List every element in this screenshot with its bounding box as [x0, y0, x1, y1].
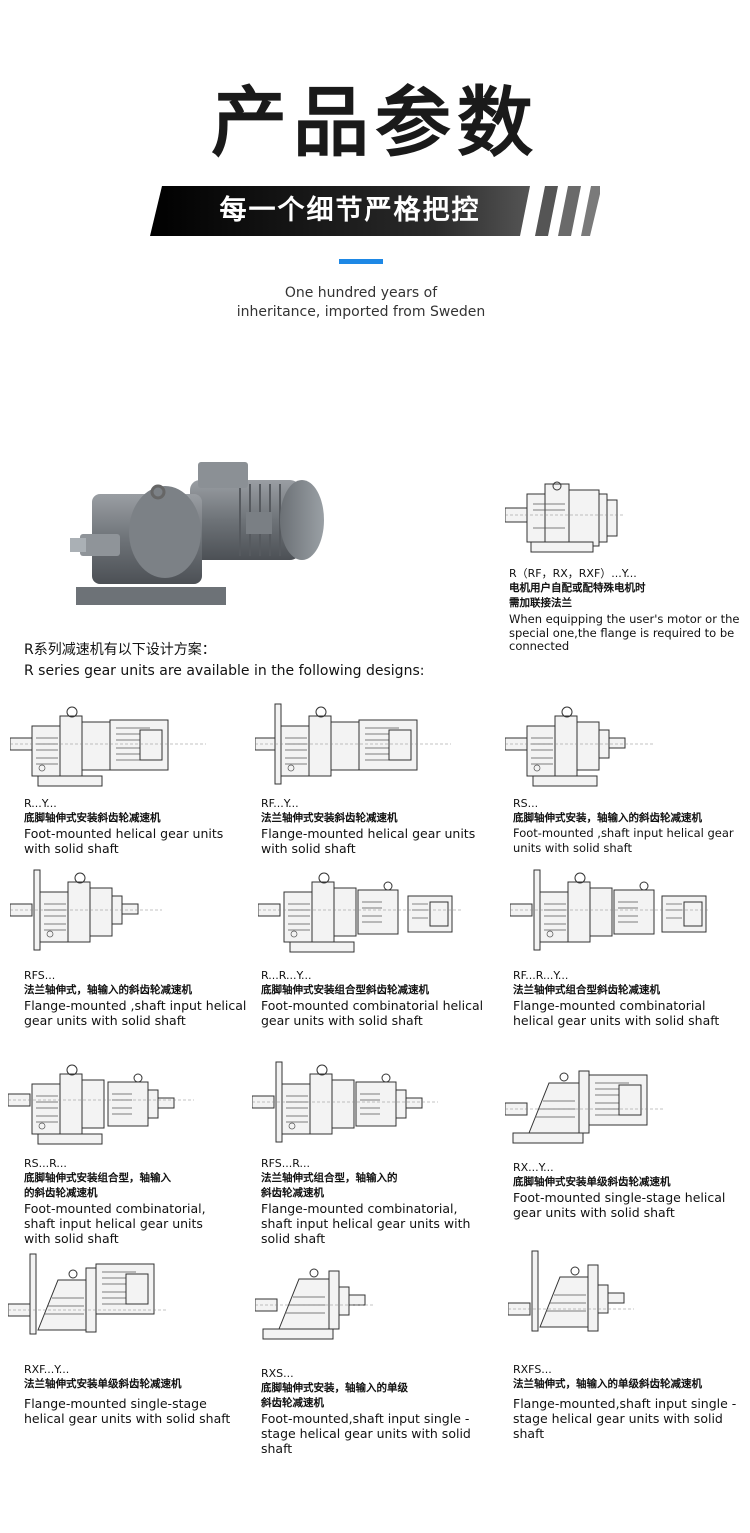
- design-caption-12: RXFS... 法兰轴伸式，轴输入的单级斜齿轮减速机 Flange-mounte…: [513, 1362, 745, 1441]
- design-cn: 斜齿轮减速机: [261, 1397, 324, 1409]
- design-caption-6: RF...R...Y... 法兰轴伸式组合型斜齿轮减速机 Flange-moun…: [513, 968, 745, 1028]
- design-caption-9: RX...Y... 底脚轴伸式安装单级斜齿轮减速机 Foot-mounted s…: [513, 1160, 745, 1220]
- design-en: Foot-mounted single-stage helical gear u…: [513, 1190, 726, 1220]
- design-code: RFS...R...: [261, 1157, 310, 1170]
- design-en: Flange-mounted,shaft input single -stage…: [513, 1396, 737, 1441]
- design-en: Foot-mounted ,shaft input helical gear u…: [513, 826, 734, 855]
- design-code: RS...: [513, 797, 539, 810]
- gear-motor-photo: [70, 462, 324, 605]
- diagram-rxfs: [508, 1250, 634, 1332]
- design-caption-1: R...Y... 底脚轴伸式安装斜齿轮减速机 Foot-mounted heli…: [24, 796, 244, 856]
- design-cn: 底脚轴伸式安装组合型，轴输入: [24, 1172, 171, 1184]
- design-caption-4: RFS... 法兰轴伸式，轴输入的斜齿轮减速机 Flange-mounted ,…: [24, 968, 250, 1028]
- design-caption-10: RXF...Y... 法兰轴伸式安装单级斜齿轮减速机 Flange-mounte…: [24, 1362, 244, 1426]
- design-en: Flange-mounted helical gear units with s…: [261, 826, 476, 856]
- design-code: RX...Y...: [513, 1161, 554, 1174]
- design-en: Flange-mounted combinatorial, shaft inpu…: [261, 1201, 471, 1246]
- design-en: Flange-mounted single-stage helical gear…: [24, 1396, 231, 1426]
- accent-bar: [339, 259, 383, 264]
- diagram-rfs: [10, 869, 162, 951]
- featured-caption: R（RF，RX，RXF）...Y... 电机用户自配或配特殊电机时 需加联接法兰…: [509, 566, 749, 654]
- design-code: R...Y...: [24, 797, 57, 810]
- design-en: Flange-mounted combinatorial helical gea…: [513, 998, 720, 1028]
- design-cn: 法兰轴伸式组合型斜齿轮减速机: [513, 984, 660, 996]
- featured-cn-line-1: 电机用户自配或配特殊电机时: [509, 582, 646, 594]
- design-cn: 法兰轴伸式，轴输入的单级斜齿轮减速机: [513, 1378, 702, 1390]
- diagram-rs-r: [8, 1064, 194, 1145]
- design-caption-2: RF...Y... 法兰轴伸式安装斜齿轮减速机 Flange-mounted h…: [261, 796, 486, 856]
- page-title: 产品参数: [211, 78, 539, 167]
- design-cn: 法兰轴伸式，轴输入的斜齿轮减速机: [24, 984, 192, 996]
- banner-background: [150, 186, 600, 236]
- featured-code: R（RF，RX，RXF）...Y...: [509, 567, 637, 580]
- diagram-r-with-flange: [505, 481, 625, 553]
- design-cn: 底脚轴伸式安装，轴输入的单级: [261, 1382, 408, 1394]
- diagram-rxs: [255, 1268, 373, 1340]
- design-code: RF...R...Y...: [513, 969, 569, 982]
- design-caption-5: R...R...Y... 底脚轴伸式安装组合型斜齿轮减速机 Foot-mount…: [261, 968, 501, 1028]
- intro-en: R series gear units are available in the…: [24, 663, 425, 679]
- diagram-r-y: [10, 706, 206, 787]
- design-en: Foot-mounted helical gear units with sol…: [24, 826, 224, 856]
- design-en: Foot-mounted combinatorial, shaft input …: [24, 1201, 206, 1246]
- design-code: R...R...Y...: [261, 969, 312, 982]
- design-cn: 底脚轴伸式安装组合型斜齿轮减速机: [261, 984, 429, 996]
- design-caption-11: RXS... 底脚轴伸式安装，轴输入的单级 斜齿轮减速机 Foot-mounte…: [261, 1366, 476, 1456]
- diagram-r-r-y: [258, 872, 462, 953]
- diagram-rf-r-y: [510, 869, 710, 951]
- featured-cn-line-2: 需加联接法兰: [509, 597, 572, 609]
- diagram-rs: [505, 706, 655, 787]
- design-caption-7: RS...R... 底脚轴伸式安装组合型，轴输入 的斜齿轮减速机 Foot-mo…: [24, 1156, 224, 1246]
- design-en: Foot-mounted combinatorial helical gear …: [261, 998, 484, 1028]
- diagram-rx-y: [505, 1070, 665, 1144]
- intro-cn: R系列减速机有以下设计方案：: [24, 642, 216, 658]
- design-cn: 底脚轴伸式安装，轴输入的斜齿轮减速机: [513, 812, 702, 824]
- diagram-rfs-r: [252, 1061, 438, 1143]
- design-cn: 底脚轴伸式安装单级斜齿轮减速机: [513, 1176, 671, 1188]
- design-code: RFS...: [24, 969, 56, 982]
- design-cn: 斜齿轮减速机: [261, 1187, 324, 1199]
- design-cn: 法兰轴伸式安装斜齿轮减速机: [261, 812, 398, 824]
- diagram-rf-y: [255, 703, 451, 785]
- design-cn: 法兰轴伸式组合型，轴输入的: [261, 1172, 398, 1184]
- diagram-rxf-y: [8, 1253, 168, 1335]
- design-caption-3: RS... 底脚轴伸式安装，轴输入的斜齿轮减速机 Foot-mounted ,s…: [513, 796, 745, 856]
- design-cn: 法兰轴伸式安装单级斜齿轮减速机: [24, 1378, 182, 1390]
- subtitle-line-1: One hundred years of: [284, 285, 438, 301]
- design-en: Foot-mounted,shaft input single -stage h…: [261, 1411, 471, 1456]
- banner-text: 每一个细节严格把控: [219, 195, 481, 226]
- design-code: RS...R...: [24, 1157, 67, 1170]
- design-code: RXS...: [261, 1367, 294, 1380]
- featured-en: When equipping the user's motor or the s…: [509, 612, 740, 653]
- design-en: Flange-mounted ,shaft input helical gear…: [24, 998, 247, 1028]
- design-caption-8: RFS...R... 法兰轴伸式组合型，轴输入的 斜齿轮减速机 Flange-m…: [261, 1156, 481, 1246]
- design-cn: 的斜齿轮减速机: [24, 1187, 98, 1199]
- subtitle-line-2: inheritance, imported from Sweden: [236, 304, 486, 320]
- design-code: RF...Y...: [261, 797, 299, 810]
- design-code: RXF...Y...: [24, 1363, 70, 1376]
- design-cn: 底脚轴伸式安装斜齿轮减速机: [24, 812, 161, 824]
- design-code: RXFS...: [513, 1363, 552, 1376]
